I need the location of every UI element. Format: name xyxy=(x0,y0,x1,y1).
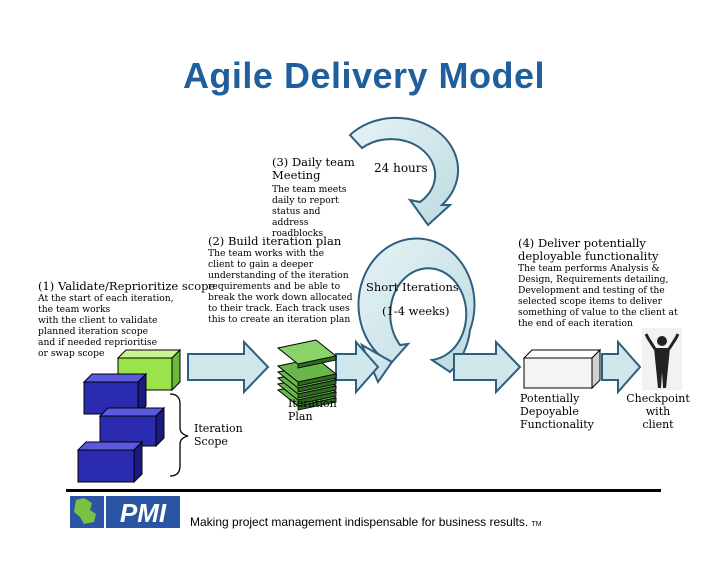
deployable-line1: Potentially xyxy=(520,392,580,405)
client-figure-icon xyxy=(642,328,682,390)
iteration-plan-stack xyxy=(276,339,338,411)
step4-text: (4) Deliver potentially deployable funct… xyxy=(518,236,678,330)
checkpoint-line1: Checkpoint xyxy=(626,392,690,405)
flow-arrow-2 xyxy=(335,339,380,395)
step1-text: (1) Validate/Reprioritize scope At the s… xyxy=(38,279,216,360)
step1-heading: (1) Validate/Reprioritize scope xyxy=(38,279,216,293)
iteration-plan-label: Iteration Plan xyxy=(288,397,337,423)
slide-title: Agile Delivery Model xyxy=(182,55,546,96)
step3-body-line1: The team meets xyxy=(272,184,347,195)
step1-body-line2: the team works xyxy=(38,304,111,315)
iteration-plan-line2: Plan xyxy=(288,410,313,423)
step2-body-line5: break the work down allocated xyxy=(208,292,353,303)
scope-cube-blue-2 xyxy=(98,406,166,448)
step1-body-line4: planned iteration scope xyxy=(38,326,149,337)
deployable-line3: Functionality xyxy=(520,418,594,431)
step2-text: (2) Build iteration plan The team works … xyxy=(208,234,353,326)
step4-body-line3: Development and testing of the xyxy=(518,285,665,296)
step3-body-line3: status and xyxy=(272,206,321,217)
step2-body-line4: requirements and be able to xyxy=(208,281,341,292)
step3-heading-line2: Meeting xyxy=(272,168,321,182)
footer-tagline-text: Making project management indispensable … xyxy=(190,515,529,529)
step2-body-line7: this to create an iteration plan xyxy=(208,314,351,325)
pmi-logo: PMI xyxy=(70,496,180,528)
step1-body-line5: and if needed reprioritise xyxy=(38,337,158,348)
step1-body-line3: with the client to validate xyxy=(38,315,158,326)
deployable-label: Potentially Depoyable Functionality xyxy=(520,392,594,431)
step4-body-line1: The team performs Analysis & xyxy=(518,263,660,274)
step2-body-line3: understanding of the iteration xyxy=(208,270,349,281)
footer-tagline: Making project management indispensable … xyxy=(190,515,542,529)
step2-body-line2: client to gain a deeper xyxy=(208,259,314,270)
iteration-scope-line2: Scope xyxy=(194,435,228,448)
flow-arrow-1 xyxy=(187,339,270,395)
flow-arrow-4 xyxy=(601,339,642,395)
step1-body-line1: At the start of each iteration, xyxy=(38,293,174,304)
iteration-plan-line1: Iteration xyxy=(288,397,337,410)
iteration-length-label: (1-4 weeks) xyxy=(382,304,450,318)
step3-body-line2: daily to report xyxy=(272,195,339,206)
step4-heading-line2: deployable functionality xyxy=(518,249,659,263)
step3-heading-line1: (3) Daily team xyxy=(272,155,355,169)
deployable-cube xyxy=(522,348,602,390)
step3-text: (3) Daily team Meeting The team meets da… xyxy=(272,155,355,240)
flow-arrow-3 xyxy=(453,339,522,395)
footer-divider xyxy=(66,489,661,492)
iteration-scope-line1: Iteration xyxy=(194,422,243,435)
iteration-cycle-label: Short Iterations xyxy=(366,280,459,294)
step4-body-line2: Design, Requirements detailing, xyxy=(518,274,669,285)
step2-heading: (2) Build iteration plan xyxy=(208,234,342,248)
step4-body-line5: something of value to the client at xyxy=(518,307,678,318)
step4-heading-line1: (4) Deliver potentially xyxy=(518,236,646,250)
deployable-line2: Depoyable xyxy=(520,405,579,418)
checkpoint-label: Checkpoint with client xyxy=(624,392,692,431)
checkpoint-line2: with xyxy=(645,405,671,418)
daily-cycle-arrow xyxy=(348,116,460,227)
step3-body-line5: roadblocks xyxy=(272,228,324,239)
iteration-scope-label: Iteration Scope xyxy=(194,422,243,448)
checkpoint-line3: client xyxy=(642,418,674,431)
scope-cube-blue-3 xyxy=(76,440,144,484)
trademark-mark: TM xyxy=(531,521,542,528)
daily-cycle-label: 24 hours xyxy=(374,161,428,175)
scope-bracket xyxy=(169,393,189,477)
step1-body-line6: or swap scope xyxy=(38,348,105,359)
svg-text:PMI: PMI xyxy=(120,498,167,528)
step3-body-line4: address xyxy=(272,217,309,228)
step2-body-line6: to their track. Each track uses xyxy=(208,303,350,314)
step2-body-line1: The team works with the xyxy=(208,248,325,259)
step4-body-line6: the end of each iteration xyxy=(518,318,633,329)
step4-body-line4: selected scope items to deliver xyxy=(518,296,663,307)
